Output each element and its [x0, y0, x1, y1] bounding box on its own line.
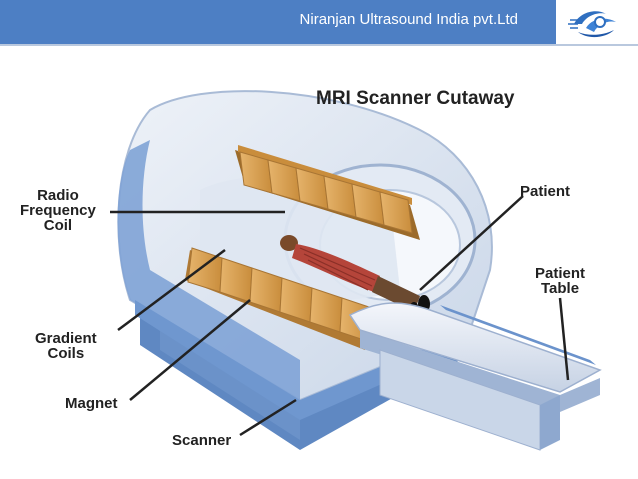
label-patient-table: Patient Table — [535, 265, 586, 297]
patient-table — [348, 302, 602, 451]
label-magnet: Magnet — [65, 395, 118, 412]
label-gradient-coils: Gradient Coils — [35, 330, 97, 362]
leader-lines — [110, 195, 570, 437]
mri-cutaway-illustration — [110, 90, 602, 451]
label-patient: Patient — [520, 183, 571, 200]
label-radio-frequency-coil: Radio Frequency Coil — [20, 187, 96, 234]
diagram-title: MRI Scanner Cutaway — [316, 88, 515, 109]
label-scanner: Scanner — [172, 432, 232, 449]
header-banner: Niranjan Ultrasound India pvt.Ltd — [0, 0, 556, 44]
header-bar: Niranjan Ultrasound India pvt.Ltd — [0, 0, 638, 44]
header-divider — [0, 44, 638, 46]
company-logo-icon — [568, 11, 616, 38]
company-name: Niranjan Ultrasound India pvt.Ltd — [299, 11, 518, 28]
